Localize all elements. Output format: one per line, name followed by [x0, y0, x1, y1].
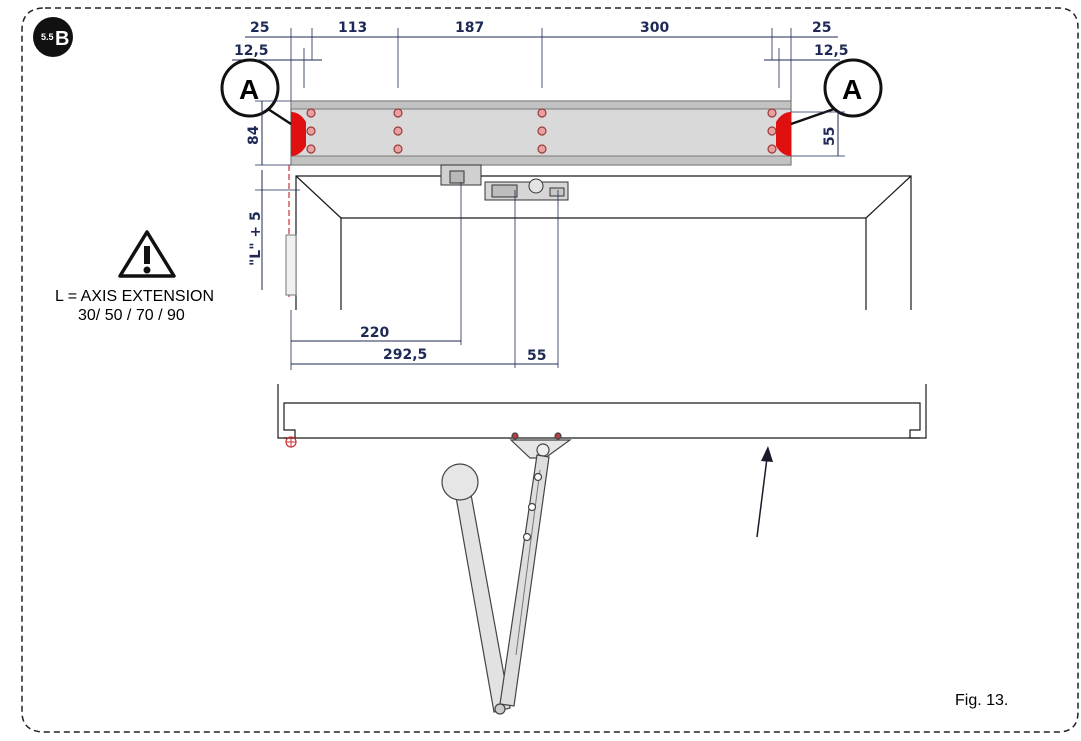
screw-holes: [306, 108, 777, 154]
red-marker-left: [291, 112, 306, 156]
hinge-axis: [285, 165, 297, 300]
dim-25-right: 25: [812, 20, 831, 36]
dim-187: 187: [455, 20, 484, 36]
dim-84: 84: [246, 125, 262, 145]
closer-arm: [441, 432, 572, 715]
top-dimensions: 25 113 187 300 25 12,5 12,5: [232, 20, 849, 140]
dim-55-right: 55: [822, 127, 838, 146]
direction-arrow: [756, 446, 773, 538]
plan-view: [277, 384, 927, 448]
callout-right-label: A: [842, 74, 862, 105]
dim-12-5-right: 12,5: [814, 43, 849, 59]
dashed-border: [21, 7, 1079, 733]
dim-292-5: 292,5: [383, 347, 427, 363]
closer-body: [290, 100, 792, 166]
callout-left-label: A: [239, 74, 259, 105]
dim-220: 220: [360, 325, 389, 341]
dim-25-left: 25: [250, 20, 269, 36]
figure-label: Fig. 13.: [955, 692, 1008, 709]
section-badge: 5.5 B: [33, 17, 73, 57]
note-axis-values: 30/ 50 / 70 / 90: [78, 307, 185, 324]
dim-55-bottom: 55: [527, 348, 546, 364]
dim-height-left: 84: [246, 100, 291, 166]
callout-left: A: [220, 58, 292, 126]
warning-icon: [118, 230, 176, 278]
dim-300: 300: [640, 20, 669, 36]
note-axis-extension: L = AXIS EXTENSION: [55, 288, 214, 305]
red-marker-right: [776, 112, 791, 156]
dim-12-5-left: 12,5: [234, 43, 269, 59]
dim-axis: "L" + 5: [248, 170, 300, 290]
dim-l-plus-5: "L" + 5: [248, 211, 264, 266]
badge-number: 5.5: [41, 32, 54, 42]
badge-letter: B: [55, 28, 69, 50]
bottom-dimensions: 220 292,5 55: [291, 325, 558, 365]
arm-bracket-top: [440, 164, 569, 201]
dim-height-right: 55: [791, 111, 845, 157]
dim-113: 113: [338, 20, 367, 36]
callout-right: A: [790, 58, 883, 126]
door-frame: [295, 175, 912, 310]
